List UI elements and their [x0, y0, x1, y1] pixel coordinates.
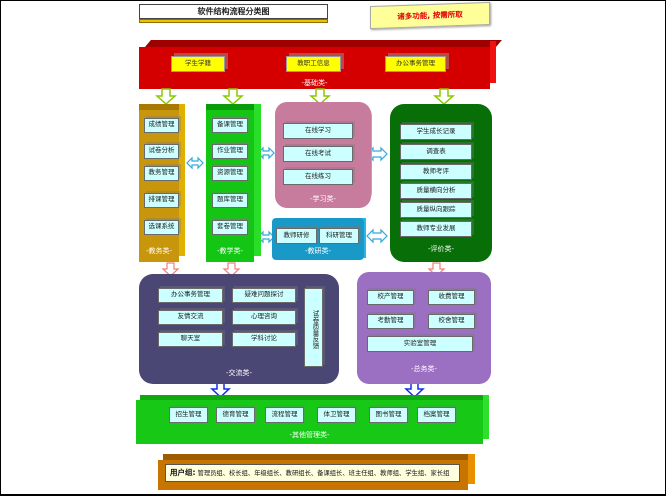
qita-label: -其他管理类- [289, 431, 330, 439]
qita-item[interactable]: 招生管理 [169, 407, 208, 423]
pingjia-item[interactable]: 教师专业发展 [400, 221, 472, 237]
jiaoliu-item[interactable]: 疑难问题探讨 [232, 288, 296, 303]
zongwu-item[interactable]: 实验室管理 [367, 336, 473, 352]
qita-item[interactable]: 体卫管理 [317, 407, 356, 423]
qita-block: 招生管理 德育管理 流程管理 体卫管理 图书管理 档案管理 -其他管理类- [136, 400, 483, 444]
jiaoxue-item[interactable]: 作业管理 [212, 144, 248, 159]
title-underline [139, 19, 328, 23]
jiaoxue-block-side [254, 104, 261, 256]
xuexi-label: -学习类- [309, 195, 337, 203]
jiaoxue-item[interactable]: 资源管理 [212, 166, 248, 181]
jiaoxue-item[interactable]: 题库管理 [212, 193, 248, 208]
jiaoxue-item[interactable]: 套卷管理 [212, 220, 248, 235]
users-block-side [468, 454, 475, 484]
jiaoxue-item[interactable]: 备课管理 [212, 118, 248, 133]
jiaowu-item[interactable]: 教务管理 [144, 166, 179, 181]
jiaowu-item[interactable]: 试卷分析 [144, 144, 179, 159]
zongwu-item[interactable]: 考勤管理 [367, 314, 414, 329]
base-block-side [490, 41, 496, 83]
qita-block-top [140, 395, 489, 400]
jiaoliu-item[interactable]: 心理咨询 [232, 310, 296, 325]
zongwu-item[interactable]: 校舍管理 [428, 314, 475, 329]
jiaoliu-vertical-item[interactable]: 试卷质量反馈 [304, 288, 323, 367]
jiaowu-item[interactable]: 成绩管理 [144, 118, 179, 133]
pingjia-item[interactable]: 教师考评 [400, 164, 472, 180]
base-item[interactable]: 教职工信息 [286, 56, 341, 72]
jiaoxue-label: -教学类- [216, 247, 244, 255]
base-block: 学生学籍 教职工信息 办公事务管理 -基础类- [139, 47, 490, 89]
zongwu-item[interactable]: 收费管理 [428, 290, 475, 305]
zongwu-label: -总务类- [410, 365, 438, 373]
xuexi-item[interactable]: 在线练习 [283, 169, 353, 185]
users-panel: 用户组: 管理员组、校长组、年级组长、教研组长、备课组长、班主任组、教师组、学生… [165, 464, 460, 482]
pingjia-item[interactable]: 学生成长记录 [400, 124, 472, 140]
jiaowu-label: -教务类- [145, 247, 173, 255]
jiaoyan-item[interactable]: 教师研修 [276, 228, 317, 244]
jiaoliu-item[interactable]: 学科讨论 [232, 332, 296, 347]
qita-item[interactable]: 图书管理 [369, 407, 408, 423]
jiaoxue-block: 备课管理 作业管理 资源管理 题库管理 套卷管理 -教学类- [206, 110, 254, 262]
base-item[interactable]: 办公事务管理 [385, 56, 446, 72]
base-item[interactable]: 学生学籍 [171, 56, 225, 72]
users-block-top [163, 454, 475, 460]
xuexi-item[interactable]: 在线学习 [283, 123, 353, 139]
jiaowu-block: 成绩管理 试卷分析 教务管理 排课管理 选课系统 -教务类- [139, 110, 179, 262]
pingjia-item[interactable]: 调查表 [400, 144, 472, 160]
xuexi-item[interactable]: 在线考试 [283, 146, 353, 162]
jiaowu-block-top [139, 104, 185, 110]
jiaoliu-item[interactable]: 友情交流 [158, 310, 223, 325]
users-label: 用户组: [170, 468, 196, 477]
jiaoliu-label: -交流类- [225, 369, 253, 377]
jiaoliu-item[interactable]: 聊天室 [158, 332, 223, 347]
base-label: -基础类- [301, 79, 328, 87]
pingjia-block: 学生成长记录 调查表 教师考评 质量横向分析 质量纵向跟踪 教师专业发展 -评价… [390, 104, 492, 262]
jiaoyan-block: 教师研修 科研管理 -教研类- [272, 218, 364, 260]
qita-item[interactable]: 档案管理 [417, 407, 456, 423]
zongwu-block: 校产管理 收费管理 考勤管理 校舍管理 实验室管理 -总务类- [357, 272, 491, 384]
zongwu-item[interactable]: 校产管理 [367, 290, 414, 305]
jiaowu-item[interactable]: 排课管理 [144, 193, 179, 208]
pingjia-item[interactable]: 质量横向分析 [400, 183, 472, 199]
users-groups: 管理员组、校长组、年级组长、教研组长、备课组长、班主任组、教师组、学生组、家长组 [197, 470, 450, 477]
jiaoyan-item[interactable]: 科研管理 [319, 228, 359, 244]
xuexi-block: 在线学习 在线考试 在线练习 -学习类- [275, 102, 371, 208]
jiaoyan-label: -教研类- [304, 247, 332, 255]
qita-item[interactable]: 德育管理 [216, 407, 255, 423]
jiaoxue-block-top [206, 104, 261, 110]
base-block-top [145, 40, 502, 47]
jiaowu-item[interactable]: 选课系统 [144, 220, 179, 235]
page-title: 软件结构流程分类图 [139, 4, 328, 19]
jiaoliu-item[interactable]: 办公事务管理 [158, 288, 223, 303]
note-banner: 诸多功能, 按需所取 [370, 1, 490, 30]
qita-block-side [483, 395, 489, 439]
jiaowu-block-side [179, 104, 185, 256]
qita-item[interactable]: 流程管理 [265, 407, 304, 423]
pingjia-label: -评价类- [427, 245, 455, 253]
pingjia-item[interactable]: 质量纵向跟踪 [400, 202, 472, 218]
jiaoliu-block: 办公事务管理 疑难问题探讨 友情交流 心理咨询 聊天室 学科讨论 试卷质量反馈 … [139, 274, 339, 384]
